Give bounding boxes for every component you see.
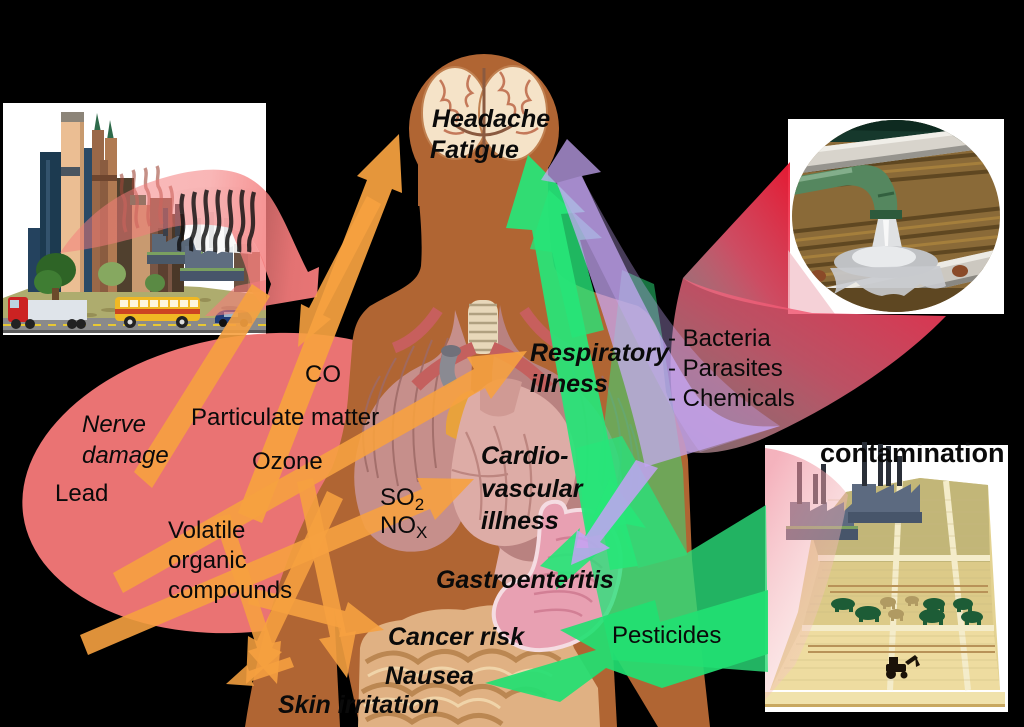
svg-text:illness: illness bbox=[530, 370, 608, 398]
svg-text:contamination: contamination bbox=[820, 438, 1005, 468]
svg-text:organic: organic bbox=[168, 547, 247, 574]
svg-text:vascular: vascular bbox=[481, 475, 584, 503]
svg-text:- Chemicals: - Chemicals bbox=[668, 385, 795, 412]
svg-text:Pesticides: Pesticides bbox=[612, 622, 721, 649]
svg-text:Nerve: Nerve bbox=[82, 411, 146, 438]
svg-text:damage: damage bbox=[82, 442, 169, 469]
svg-text:Lead: Lead bbox=[55, 480, 108, 507]
svg-text:Respiratory: Respiratory bbox=[530, 339, 670, 367]
svg-text:Volatile: Volatile bbox=[168, 517, 245, 544]
svg-text:CO: CO bbox=[305, 361, 341, 388]
svg-text:Cancer risk: Cancer risk bbox=[388, 623, 525, 651]
svg-text:Gastroenteritis: Gastroenteritis bbox=[436, 566, 614, 594]
svg-text:Nausea: Nausea bbox=[385, 662, 474, 690]
svg-text:- Bacteria: - Bacteria bbox=[668, 325, 771, 352]
svg-text:Ozone: Ozone bbox=[252, 448, 323, 475]
svg-text:Cardio-: Cardio- bbox=[481, 442, 569, 470]
svg-text:- Parasites: - Parasites bbox=[668, 355, 783, 382]
svg-text:illness: illness bbox=[481, 507, 559, 535]
svg-text:Skin irritation: Skin irritation bbox=[278, 691, 439, 719]
svg-text:Headache: Headache bbox=[432, 105, 550, 133]
svg-text:compounds: compounds bbox=[168, 577, 292, 604]
svg-text:Fatigue: Fatigue bbox=[430, 136, 519, 164]
svg-text:Particulate matter: Particulate matter bbox=[191, 404, 379, 431]
